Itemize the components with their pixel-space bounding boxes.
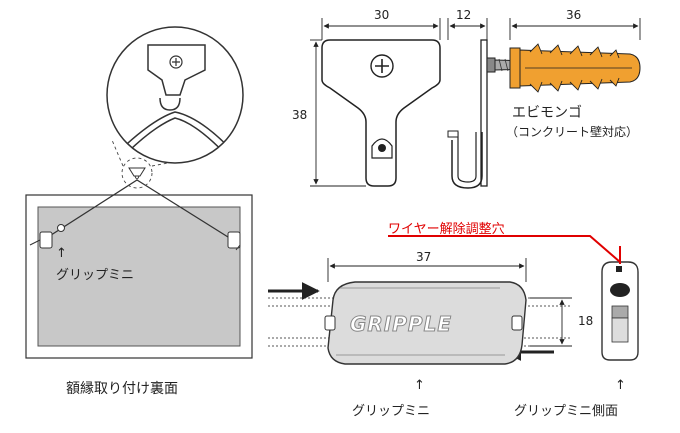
grip-side-caption: グリップミニ側面 (514, 404, 619, 419)
wall-anchor (509, 43, 641, 93)
release-hole-label: ワイヤー解除調整穴 (388, 222, 505, 237)
anchor-name: エビモンゴ (512, 105, 582, 121)
magnifier-detail (106, 26, 244, 164)
picture-frame (25, 194, 253, 359)
frame-grip-label: グリップミニ (56, 268, 135, 283)
anchor-length-dimension: 36 (566, 8, 582, 22)
frame-hook-small (128, 167, 146, 180)
grip-front-arrow: ↑ (414, 378, 425, 393)
hook-dimension-lines (310, 18, 441, 187)
frame-grip-left (29, 224, 65, 249)
grip-height-dimension: 18 (578, 314, 594, 328)
grip-mini-side (601, 261, 639, 361)
gripple-brand-logo: GRIPPLE (350, 312, 452, 337)
hook-front-view (321, 39, 441, 187)
hook-depth-dimension: 12 (456, 8, 472, 22)
grip-mini-front (268, 281, 570, 365)
hook-side-dimension-lines (447, 18, 641, 40)
magnifier-callout-lines (111, 139, 195, 189)
frame-grip-arrow: ↑ (56, 246, 67, 261)
frame-back-caption: 額縁取り付け裏面 (66, 381, 178, 397)
frame-grip-right (227, 231, 241, 251)
grip-length-dimension: 37 (416, 250, 432, 264)
grip-dimension-lines (327, 258, 572, 347)
hook-height-dimension: 38 (292, 108, 308, 122)
grip-front-caption: グリップミニ (352, 404, 431, 419)
grip-side-arrow: ↑ (615, 378, 626, 393)
anchor-note: （コンクリート壁対応） (506, 125, 639, 139)
hook-width-dimension: 30 (374, 8, 390, 22)
release-hole-callout (388, 235, 621, 264)
